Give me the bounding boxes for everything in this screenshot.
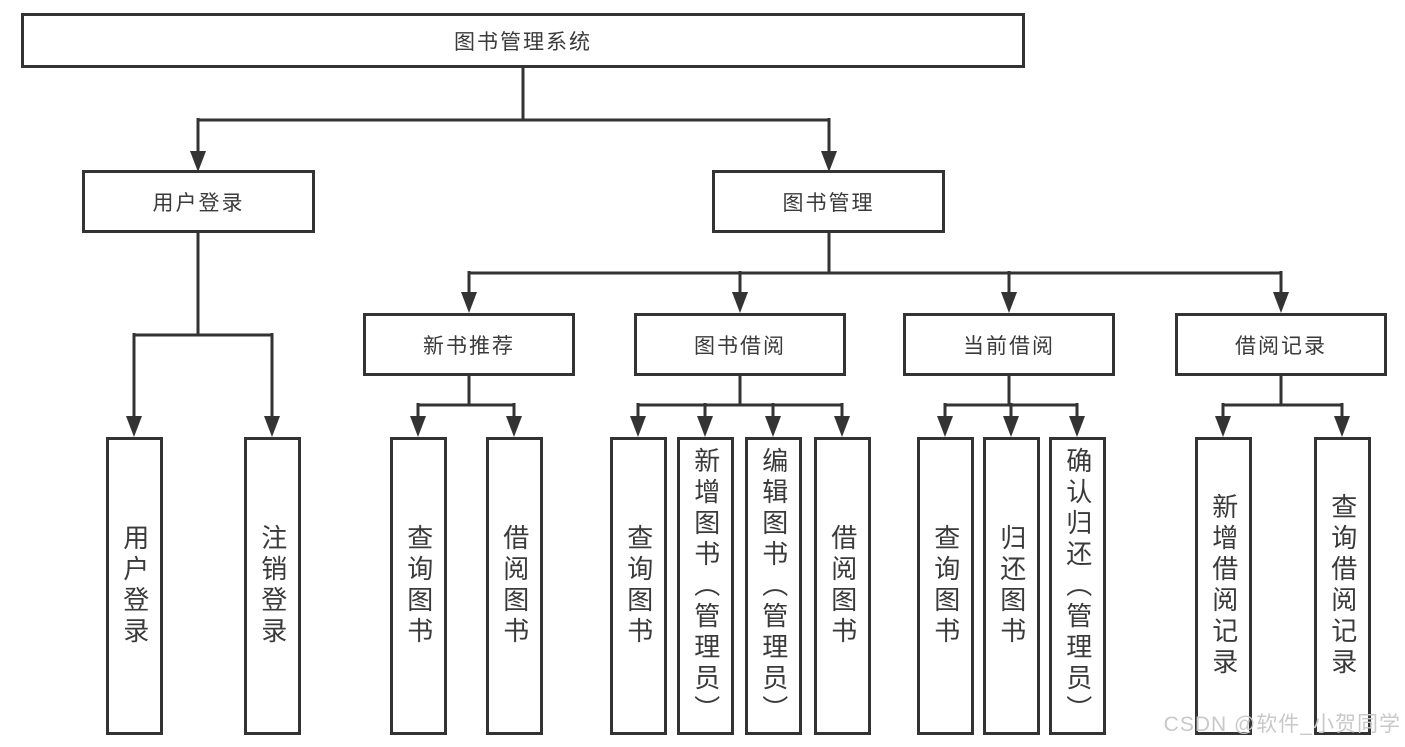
leaf-query-books-3: 查询图书 bbox=[917, 437, 974, 735]
leaf-query-books-1: 查询图书 bbox=[390, 437, 447, 735]
node-label: 注销登录 bbox=[257, 524, 288, 648]
leaf-edit-books-admin: 编辑图书（管理员） bbox=[745, 437, 802, 735]
node-root-library-system: 图书管理系统 bbox=[21, 13, 1025, 68]
node-user-login: 用户登录 bbox=[82, 170, 315, 233]
node-label: 编辑图书（管理员） bbox=[758, 446, 789, 726]
node-new-book-recommend: 新书推荐 bbox=[363, 313, 575, 376]
leaf-add-books-admin: 新增图书（管理员） bbox=[677, 437, 734, 735]
node-label: 用户登录 bbox=[152, 191, 245, 215]
node-label: 借阅图书 bbox=[827, 524, 858, 648]
leaf-logout: 注销登录 bbox=[244, 437, 301, 735]
connector-userlogin-to-leaves bbox=[132, 231, 274, 420]
node-book-management: 图书管理 bbox=[712, 170, 945, 233]
connector-borrow-to-leaves bbox=[636, 374, 844, 421]
node-book-borrow: 图书借阅 bbox=[634, 313, 846, 376]
node-current-borrow: 当前借阅 bbox=[903, 313, 1115, 376]
node-label: 查询图书 bbox=[403, 524, 434, 648]
leaf-borrow-books-1: 借阅图书 bbox=[486, 437, 543, 735]
node-label: 图书管理 bbox=[782, 191, 875, 215]
leaf-confirm-return-admin: 确认归还（管理员） bbox=[1049, 437, 1106, 735]
node-label: 新增借阅记录 bbox=[1208, 493, 1239, 679]
leaf-user-login: 用户登录 bbox=[106, 437, 163, 735]
node-label: 图书借阅 bbox=[694, 334, 786, 358]
leaf-add-borrow-record: 新增借阅记录 bbox=[1195, 437, 1252, 735]
node-label: 查询图书 bbox=[623, 524, 654, 648]
node-label: 用户登录 bbox=[119, 524, 150, 648]
leaf-borrow-books-2: 借阅图书 bbox=[814, 437, 871, 735]
node-label: 借阅图书 bbox=[499, 524, 530, 648]
node-borrow-records: 借阅记录 bbox=[1175, 313, 1387, 376]
leaf-query-borrow-record: 查询借阅记录 bbox=[1314, 437, 1371, 735]
node-label: 当前借阅 bbox=[963, 334, 1055, 358]
node-label: 新增图书（管理员） bbox=[690, 446, 721, 726]
leaf-query-books-2: 查询图书 bbox=[610, 437, 667, 735]
node-label: 图书管理系统 bbox=[454, 30, 592, 54]
arrow-down-icons bbox=[126, 151, 1350, 437]
leaf-return-books: 归还图书 bbox=[983, 437, 1040, 735]
node-label: 归还图书 bbox=[996, 524, 1027, 648]
node-label: 借阅记录 bbox=[1235, 334, 1327, 358]
node-label: 查询图书 bbox=[930, 524, 961, 648]
connector-current-to-leaves bbox=[943, 374, 1079, 421]
connector-newbooks-to-leaves bbox=[416, 374, 516, 421]
connector-root-to-level2 bbox=[196, 66, 831, 155]
node-label: 新书推荐 bbox=[423, 334, 515, 358]
connector-records-to-leaves bbox=[1221, 374, 1344, 421]
node-label: 查询借阅记录 bbox=[1327, 493, 1358, 679]
node-label: 确认归还（管理员） bbox=[1062, 446, 1093, 726]
connector-bookmgmt-to-level3 bbox=[467, 231, 1283, 297]
